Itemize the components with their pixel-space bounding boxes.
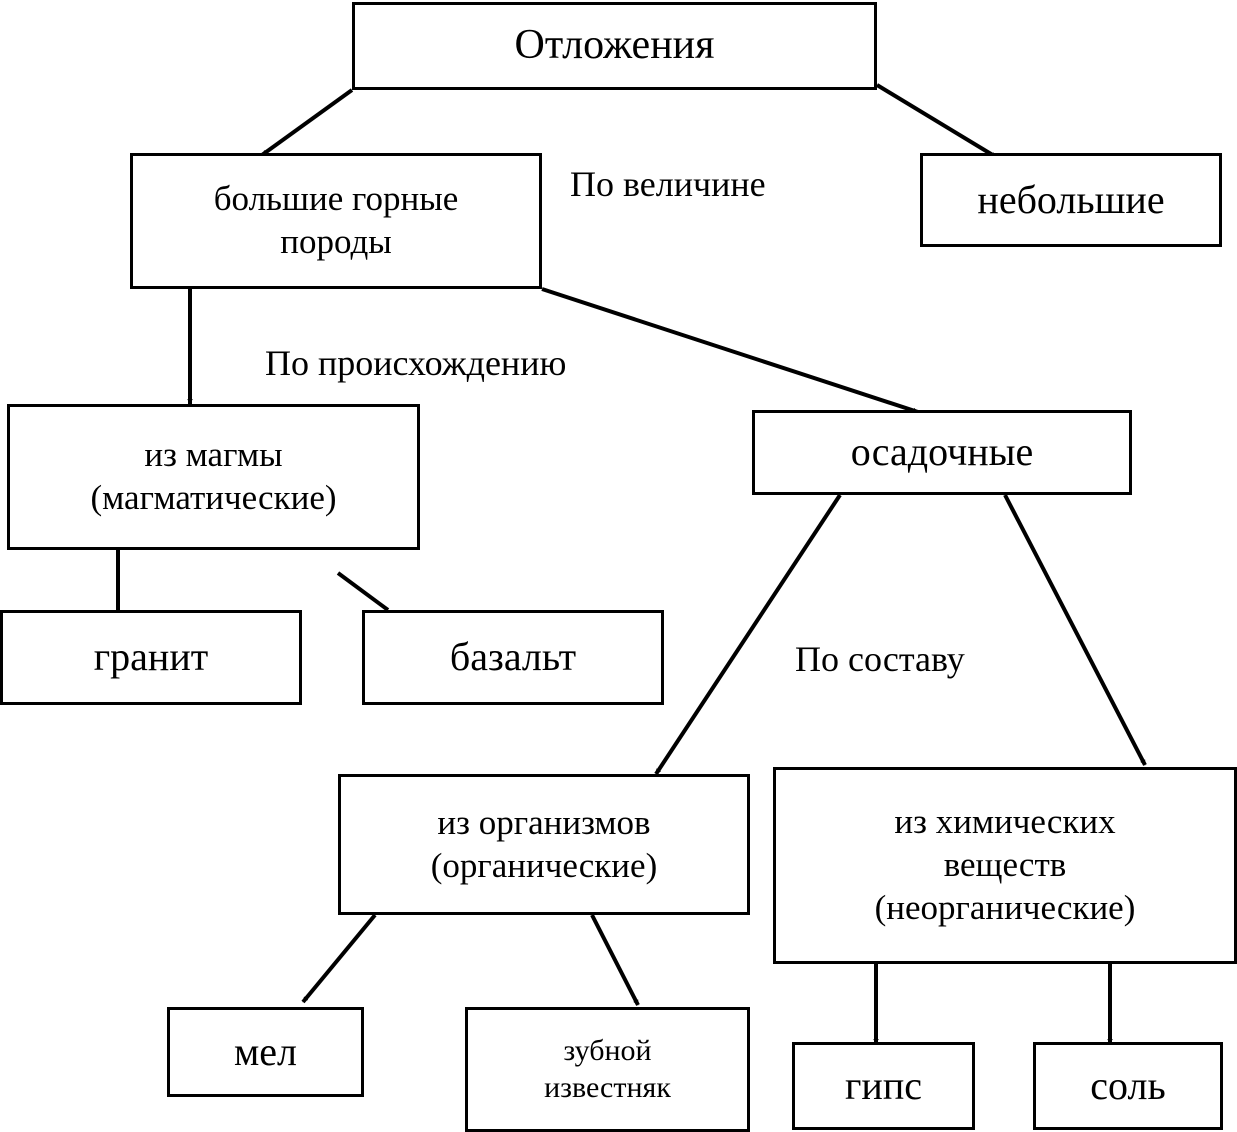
- edge-organic-to-shell_limestone: [590, 914, 640, 1006]
- node-chemical: из химических веществ (неорганические): [773, 767, 1237, 964]
- node-deposits-label: Отложения: [514, 22, 715, 69]
- edge-root-to-big_rocks: [260, 88, 354, 157]
- node-granite-label: гранит: [93, 634, 209, 680]
- edge-big_rocks-to-sedimentary: [541, 287, 919, 414]
- node-large-rocks: большие горные породы: [130, 153, 542, 289]
- node-small: небольшие: [920, 153, 1222, 247]
- node-chemical-label: из химических веществ (неорганические): [874, 802, 1136, 927]
- node-large-rocks-label: большие горные породы: [213, 179, 459, 261]
- node-magmatic-label: из магмы (магматические): [90, 435, 337, 517]
- node-chalk: мел: [167, 1007, 364, 1097]
- node-granite: гранит: [0, 610, 302, 705]
- node-shell-limestone: зубной известняк: [465, 1007, 750, 1132]
- node-chalk-label: мел: [233, 1028, 298, 1074]
- node-gypsum-label: гипс: [845, 1062, 922, 1108]
- edge-sedimentary-to-chemical: [1003, 494, 1147, 766]
- node-shell-limestone-label: зубной известняк: [544, 1033, 671, 1104]
- node-basalt-label: базальт: [449, 634, 577, 680]
- edge-magma-to-basalt: [336, 571, 390, 612]
- node-basalt: базальт: [362, 610, 664, 705]
- node-magmatic: из магмы (магматические): [7, 404, 420, 550]
- label-by-composition: По составу: [795, 639, 965, 679]
- edge-root-to-small: [875, 83, 998, 159]
- label-by-size: По величине: [570, 164, 766, 204]
- node-small-label: небольшие: [977, 176, 1165, 222]
- node-organic: из организмов (органические): [338, 774, 750, 915]
- node-salt: соль: [1033, 1042, 1223, 1130]
- node-gypsum: гипс: [792, 1042, 975, 1130]
- node-sedimentary: осадочные: [752, 410, 1132, 495]
- label-by-origin: По происхождению: [265, 343, 567, 383]
- node-deposits: Отложения: [352, 2, 877, 90]
- node-salt-label: соль: [1090, 1062, 1166, 1108]
- node-organic-label: из организмов (органические): [430, 802, 658, 885]
- node-sedimentary-label: осадочные: [850, 429, 1034, 475]
- edge-sedimentary-to-organic: [654, 493, 842, 776]
- edge-organic-to-chalk: [301, 913, 377, 1004]
